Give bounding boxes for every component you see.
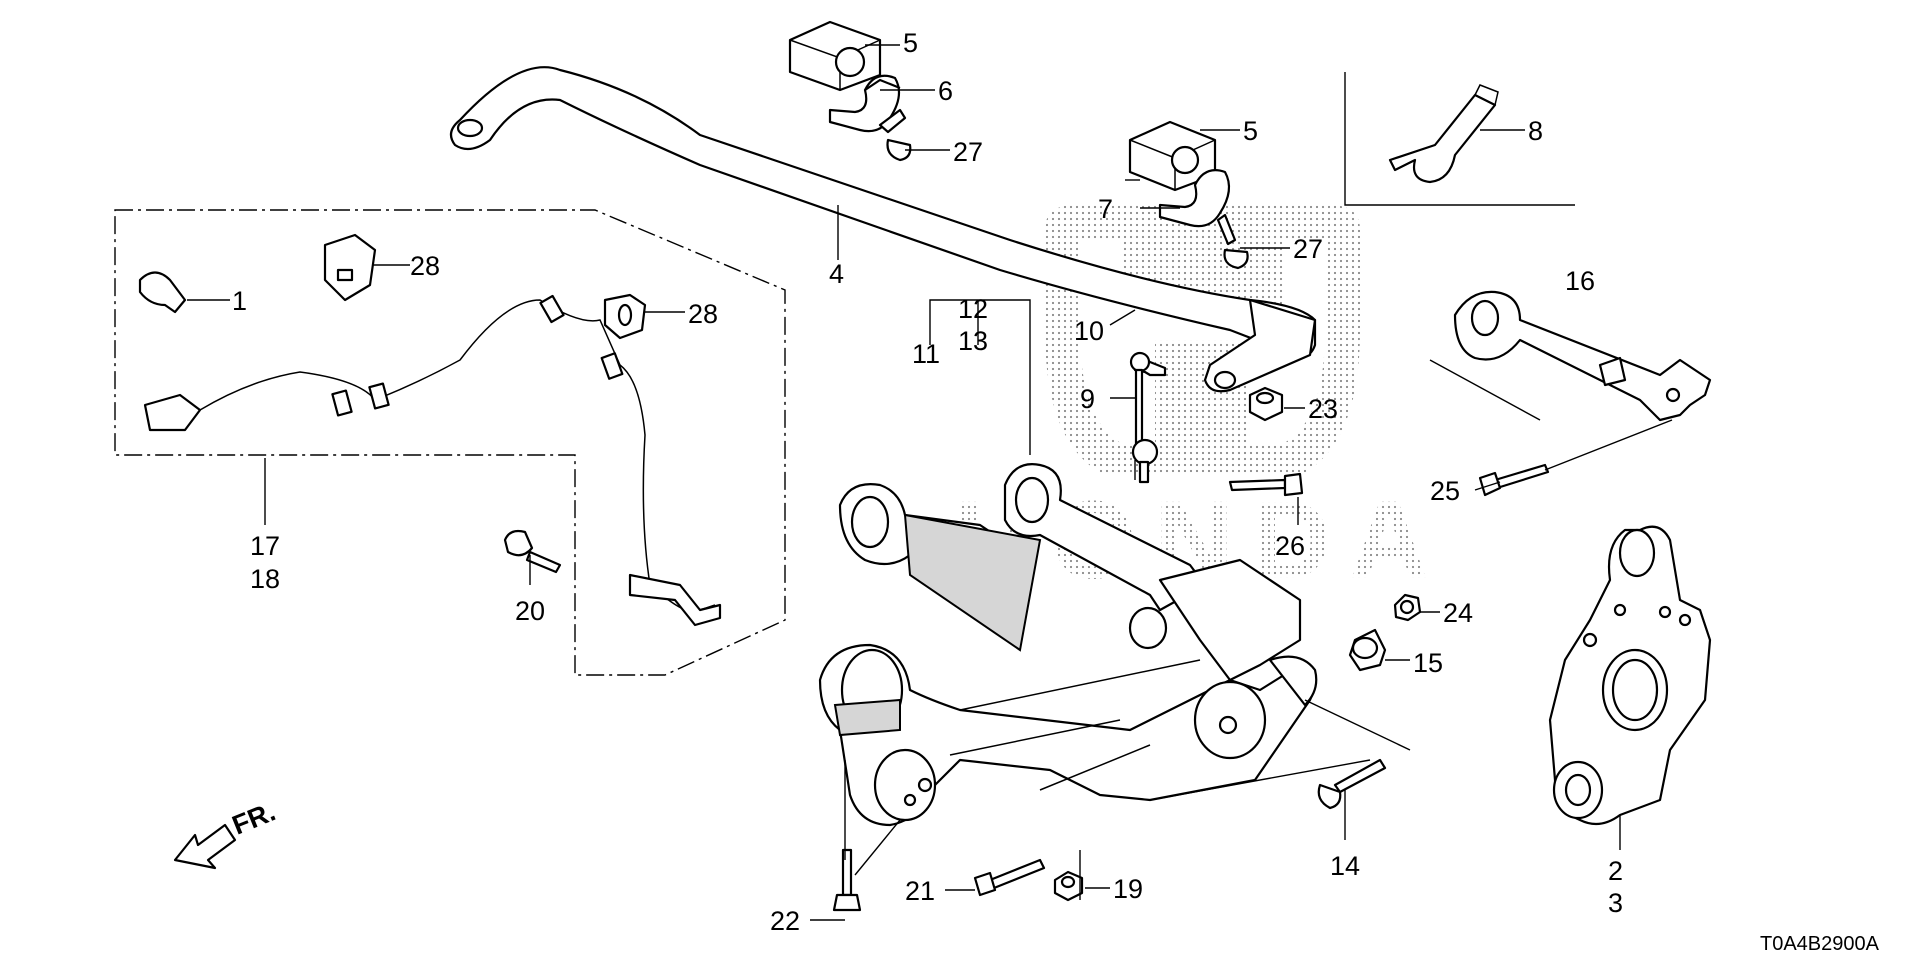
callout-5-upper: 5 [903,28,918,58]
callout-15: 15 [1413,648,1443,678]
callout-11: 11 [912,339,940,369]
callout-25: 25 [1430,476,1460,506]
callout-6: 6 [938,76,953,106]
callout-1: 1 [232,286,247,316]
callout-26: 26 [1275,531,1305,561]
bolt-20[interactable] [503,529,562,574]
callout-27-lower: 27 [1293,234,1323,264]
callout-22: 22 [770,906,800,936]
callout-24: 24 [1443,598,1473,628]
bushing-holder-8[interactable] [1388,84,1499,184]
sensor-clip-28-lower[interactable] [603,293,647,340]
callout-10: 10 [1074,316,1104,346]
bolt-27-upper[interactable] [878,108,912,162]
callout-2: 2 [1608,856,1623,886]
callout-labels: 1 28 28 4 5 5 6 7 8 27 27 9 10 23 11 12 … [232,28,1623,936]
lower-arm-11[interactable] [838,483,1042,652]
callout-28-lower: 28 [688,299,718,329]
harness-boundary [114,209,786,676]
front-direction-label: FR. [228,796,280,840]
bushing-holder-7[interactable] [1158,169,1231,228]
callout-13: 13 [958,326,988,356]
nut-19[interactable] [1053,870,1084,902]
callout-20: 20 [515,596,545,626]
callout-17: 17 [250,531,280,561]
bolt-27-lower[interactable] [1216,213,1249,270]
front-direction-arrow: FR. [173,796,280,870]
callout-14: 14 [1330,851,1360,881]
bolt-14[interactable] [1317,758,1387,810]
knuckle[interactable] [1548,525,1712,826]
bolt-26[interactable] [1228,472,1304,497]
stabilizer-bar[interactable] [449,66,1317,393]
callout-5-lower: 5 [1243,116,1258,146]
callout-16: 16 [1565,266,1595,296]
trailing-arm-assembly[interactable] [818,558,1318,827]
bolt-25[interactable] [1478,463,1550,497]
bolt-21[interactable] [973,858,1046,897]
nut-23[interactable] [1248,386,1284,422]
callout-23: 23 [1308,394,1338,424]
callout-28-upper: 28 [410,251,440,281]
callout-4: 4 [829,259,844,289]
sensor-clip-1[interactable] [138,271,187,314]
callout-27-upper: 27 [953,137,983,167]
upper-arm-16[interactable] [1453,290,1712,422]
leader-lines [187,44,1673,921]
bushing-15[interactable] [1348,628,1387,672]
callout-19: 19 [1113,874,1143,904]
stabilizer-link[interactable] [1129,351,1167,484]
callout-18: 18 [250,564,280,594]
diagram-reference-code: T0A4B2900A [1760,933,1880,955]
lower-arm-12-13[interactable] [1003,463,1207,650]
callout-7: 7 [1098,194,1113,224]
callout-3: 3 [1608,888,1623,918]
nut-24[interactable] [1393,593,1422,622]
holder-8-frame [1344,72,1575,206]
wheel-speed-sensor-harness[interactable] [143,294,722,627]
bolt-22[interactable] [832,848,862,912]
callout-9: 9 [1080,384,1095,414]
callout-21: 21 [905,876,935,906]
callout-12: 12 [958,294,988,324]
sensor-clip-28-upper[interactable] [323,233,377,302]
stabilizer-bushing-upper[interactable] [788,20,882,92]
callout-8: 8 [1528,116,1543,146]
